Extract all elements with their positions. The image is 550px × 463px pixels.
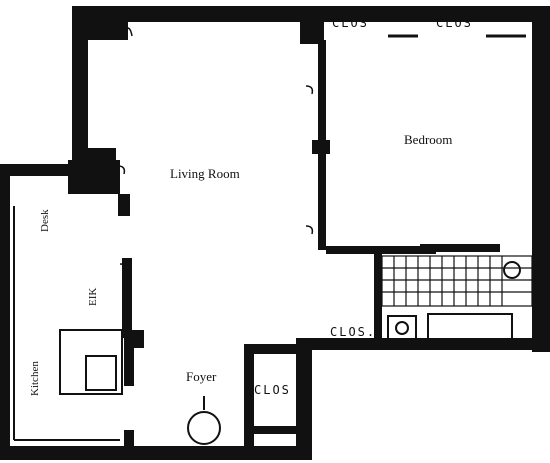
closet-label-bedroom-left: CLOS (332, 16, 369, 30)
closet-label-bath: CLOS. (330, 325, 376, 339)
kitchen-counter (59, 329, 123, 395)
kitchen-fixtures (13, 206, 123, 441)
room-label-bedroom: Bedroom (404, 132, 452, 147)
bathroom-fixtures (387, 261, 521, 341)
room-label-desk: Desk (39, 209, 51, 232)
sink-icon (503, 261, 521, 279)
bathtub-icon (427, 313, 513, 341)
room-label-foyer: Foyer (186, 369, 217, 384)
foyer-fixtures (187, 396, 221, 445)
interior-walls (118, 40, 500, 456)
door-markers (117, 27, 314, 273)
room-label-living-room: Living Room (170, 166, 240, 181)
bathroom-tile-grid (381, 255, 533, 307)
stove-icon (85, 355, 117, 391)
room-label-eik: EIK (87, 288, 99, 306)
closet-label-foyer: CLOS (254, 383, 291, 397)
room-label-kitchen: Kitchen (29, 361, 41, 396)
closet-label-bedroom-right: CLOS (436, 16, 473, 30)
round-table-icon (187, 411, 221, 445)
toilet-icon (387, 315, 417, 341)
exterior-walls (0, 6, 550, 460)
